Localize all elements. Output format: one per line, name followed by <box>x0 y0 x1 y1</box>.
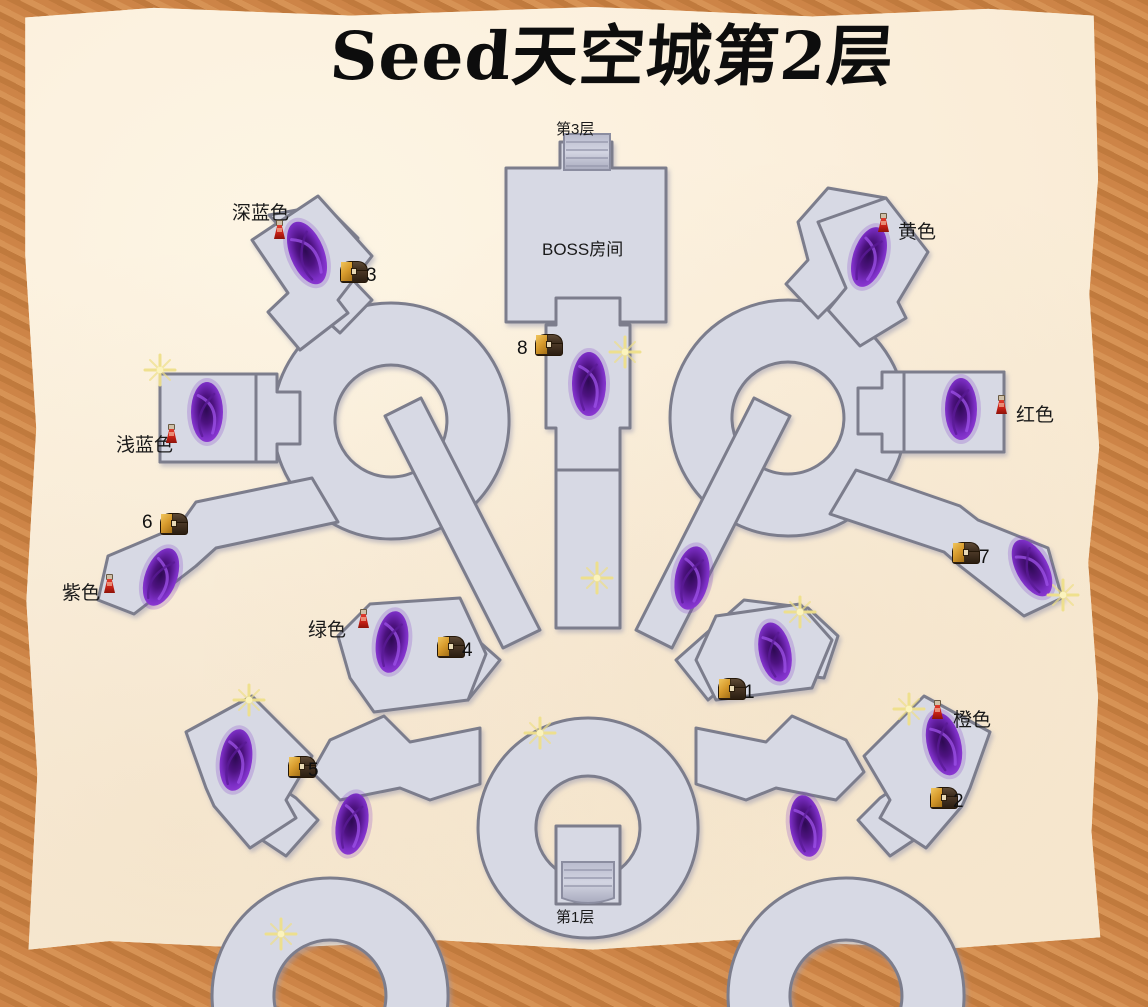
chest-number-4: 4 <box>462 640 473 661</box>
sparkle-layer <box>143 335 1080 951</box>
ring-lower-left <box>210 876 450 1007</box>
portal-green[interactable] <box>367 605 416 680</box>
npc-marker-icon-purple[interactable] <box>104 574 115 593</box>
sparkle-icon <box>523 716 557 750</box>
corridor-purple <box>96 476 340 616</box>
treasure-chest-icon-6[interactable] <box>160 513 188 535</box>
sparkle-icon <box>232 683 266 717</box>
sparkle-icon <box>1046 578 1080 612</box>
treasure-chest-icon-1[interactable] <box>718 678 746 700</box>
corridor-chest7 <box>828 468 1064 618</box>
color-label-orange: 橙色 <box>953 710 992 731</box>
chest-number-7: 7 <box>979 547 990 568</box>
chest-number-3: 3 <box>366 265 377 286</box>
color-label-green: 绿色 <box>308 620 347 641</box>
corridor-lower-right <box>694 714 866 802</box>
color-label-dark-blue: 深蓝色 <box>232 203 290 224</box>
npc-marker-icon-orange[interactable] <box>932 700 943 719</box>
treasure-chest-icon-2[interactable] <box>930 787 958 809</box>
portal-dark-blue[interactable] <box>274 211 341 295</box>
treasure-chest-icon-5[interactable] <box>288 756 316 778</box>
chest-number-5: 5 <box>308 760 319 781</box>
chest-number-6: 6 <box>142 512 153 533</box>
label-floor-1: 第1层 <box>556 909 595 926</box>
chest-number-2: 2 <box>953 791 964 812</box>
color-label-yellow: 黄色 <box>898 222 937 243</box>
spoke-hub-to-boss <box>554 468 622 630</box>
sparkle-icon <box>783 595 817 629</box>
chest-number-1: 1 <box>744 682 755 703</box>
color-label-light-blue: 浅蓝色 <box>116 435 174 456</box>
portal-bl-room[interactable] <box>211 723 260 798</box>
ring-lower-right <box>726 876 966 1007</box>
page-title: Seed天空城第2层 <box>327 17 897 95</box>
sparkle-icon <box>143 353 177 387</box>
stairs-to-floor3 <box>563 133 611 171</box>
corridor-lower-left <box>310 714 482 802</box>
portal-red[interactable] <box>941 374 981 444</box>
stairs-to-floor3-treads <box>566 141 608 167</box>
sparkle-icon <box>264 917 298 951</box>
portal-br-ring[interactable] <box>781 789 830 864</box>
portal-boss-hall[interactable] <box>568 348 610 420</box>
stairs-to-floor1-treads <box>564 869 612 887</box>
portal-yellow[interactable] <box>839 218 899 297</box>
chest-number-8: 8 <box>517 338 528 359</box>
portal-light-blue[interactable] <box>187 378 227 446</box>
sparkle-icon <box>608 335 642 369</box>
npc-marker-icon-dark-blue[interactable] <box>274 220 285 239</box>
portal-layer <box>131 211 1066 864</box>
sparkle-icon <box>580 561 614 595</box>
npc-marker-icon-red[interactable] <box>996 395 1007 414</box>
npc-marker-icon-light-blue[interactable] <box>166 424 177 443</box>
sparkle-icon <box>892 692 926 726</box>
treasure-chest-icon-3[interactable] <box>340 261 368 283</box>
portal-orange[interactable] <box>915 704 973 784</box>
portal-right-arm[interactable] <box>998 528 1066 609</box>
label-boss-room: BOSS房间 <box>542 240 624 259</box>
npc-marker-icon-green[interactable] <box>358 609 369 628</box>
spoke-hub-to-upper-left <box>383 396 542 650</box>
portal-hub-right[interactable] <box>748 615 801 690</box>
label-floor-3: 第3层 <box>556 121 595 138</box>
portal-purple[interactable] <box>131 538 192 616</box>
color-label-red: 红色 <box>1016 405 1055 426</box>
npc-marker-icon-yellow[interactable] <box>878 213 889 232</box>
stairs-to-floor1 <box>561 861 615 904</box>
portal-bl-ring[interactable] <box>326 786 378 862</box>
portal-ring-right[interactable] <box>665 539 719 617</box>
treasure-chest-icon-4[interactable] <box>437 636 465 658</box>
treasure-chest-icon-8[interactable] <box>535 334 563 356</box>
room-green <box>336 596 488 714</box>
color-label-purple: 紫色 <box>62 583 101 604</box>
treasure-chest-icon-7[interactable] <box>952 542 980 564</box>
